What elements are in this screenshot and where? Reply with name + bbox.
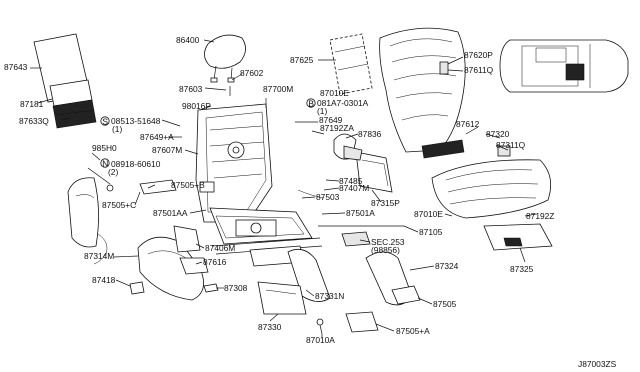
label-87611Q: 87611Q xyxy=(464,65,494,75)
label-87010E-top: 87010E xyxy=(320,88,349,98)
label-87406M: 87406M xyxy=(205,243,235,253)
label-87612: 87612 xyxy=(456,119,480,129)
back-board-part xyxy=(33,33,97,129)
callout-b: B xyxy=(308,98,314,108)
label-87501AA: 87501AA xyxy=(153,208,188,218)
label-87602: 87602 xyxy=(240,68,264,78)
seat-cushion-part xyxy=(431,145,552,219)
label-87192Z: 87192Z xyxy=(526,211,554,221)
label-87505A: 87505+A xyxy=(396,326,430,336)
label-98016P: 98016P xyxy=(182,101,211,111)
label-87192ZA: 87192ZA xyxy=(320,123,354,133)
label-87485: 87485 xyxy=(339,176,363,186)
label-87320: 87320 xyxy=(486,129,510,139)
label-87324: 87324 xyxy=(435,261,459,271)
side-finisher-part xyxy=(137,236,204,301)
wire-harness-part xyxy=(93,189,325,265)
pin-part xyxy=(203,283,219,293)
label-87503: 87503 xyxy=(316,192,340,202)
headrest-part xyxy=(204,34,246,96)
label-87315P: 87315P xyxy=(371,198,400,208)
label-87418: 87418 xyxy=(92,275,116,285)
screw-part xyxy=(316,318,324,335)
callout-s: S xyxy=(102,116,108,126)
label-87501A: 87501A xyxy=(346,208,375,218)
label-08513-qty: (1) xyxy=(112,124,122,134)
seat-frame-part xyxy=(195,103,323,267)
vehicle-topview-inset xyxy=(499,39,629,93)
clip-part xyxy=(129,281,145,295)
label-87308: 87308 xyxy=(224,283,248,293)
label-98856: (98856) xyxy=(371,245,400,255)
label-87181: 87181 xyxy=(20,99,44,109)
label-87643: 87643 xyxy=(4,62,28,72)
side-cover-parts xyxy=(333,133,393,193)
seatback-cushion-part xyxy=(379,27,466,159)
label-08513: 08513-51648 xyxy=(111,116,161,126)
leader-lines xyxy=(30,39,537,338)
label-87649A: 87649+A xyxy=(140,132,174,142)
label-87010E-mid: 87010E xyxy=(414,209,443,219)
label-SEC253: SEC.253 xyxy=(371,237,405,247)
label-87607M: 87607M xyxy=(152,145,182,155)
label-87330: 87330 xyxy=(258,322,282,332)
label-87105: 87105 xyxy=(419,227,443,237)
label-86400: 86400 xyxy=(176,35,200,45)
callout-n: N xyxy=(102,158,108,168)
label-87620P: 87620P xyxy=(464,50,493,60)
seatback-panel-part xyxy=(329,33,373,95)
lower-cover-parts xyxy=(257,248,331,315)
label-081A7-qty: (1) xyxy=(317,106,327,116)
label-87010A: 87010A xyxy=(306,335,335,345)
label-87700M: 87700M xyxy=(263,84,293,94)
small-cover-parts xyxy=(139,179,215,195)
label-87649: 87649 xyxy=(319,115,343,125)
label-87616: 87616 xyxy=(203,257,227,267)
part-labels: 87643 87181 87633Q 86400 87603 87602 876… xyxy=(4,35,554,345)
label-87633Q: 87633Q xyxy=(19,116,49,126)
label-87314M: 87314M xyxy=(84,251,114,261)
label-081A7: 081A7-0301A xyxy=(317,98,369,108)
bottom-cover-parts xyxy=(345,285,421,333)
callout-marks: S B N xyxy=(100,98,316,168)
label-87331N: 87331N xyxy=(315,291,344,301)
label-87407M: 87407M xyxy=(339,183,369,193)
side-airbag-part xyxy=(67,177,114,248)
label-87311Q: 87311Q xyxy=(496,140,526,150)
label-87505: 87505 xyxy=(433,299,457,309)
label-87505C: 87505+C xyxy=(102,200,136,210)
label-87836: 87836 xyxy=(358,129,382,139)
label-08918: 08918-60610 xyxy=(111,159,161,169)
label-87625: 87625 xyxy=(290,55,314,65)
label-08918-qty: (2) xyxy=(108,167,118,177)
label-87603: 87603 xyxy=(179,84,203,94)
label-985H0: 985H0 xyxy=(92,143,117,153)
diagram-id: J87003ZS xyxy=(578,359,617,369)
sensor-bracket-part xyxy=(341,231,371,247)
label-87505B: 87505+B xyxy=(171,180,205,190)
cushion-pad-part xyxy=(483,223,553,251)
label-87325: 87325 xyxy=(510,264,534,274)
